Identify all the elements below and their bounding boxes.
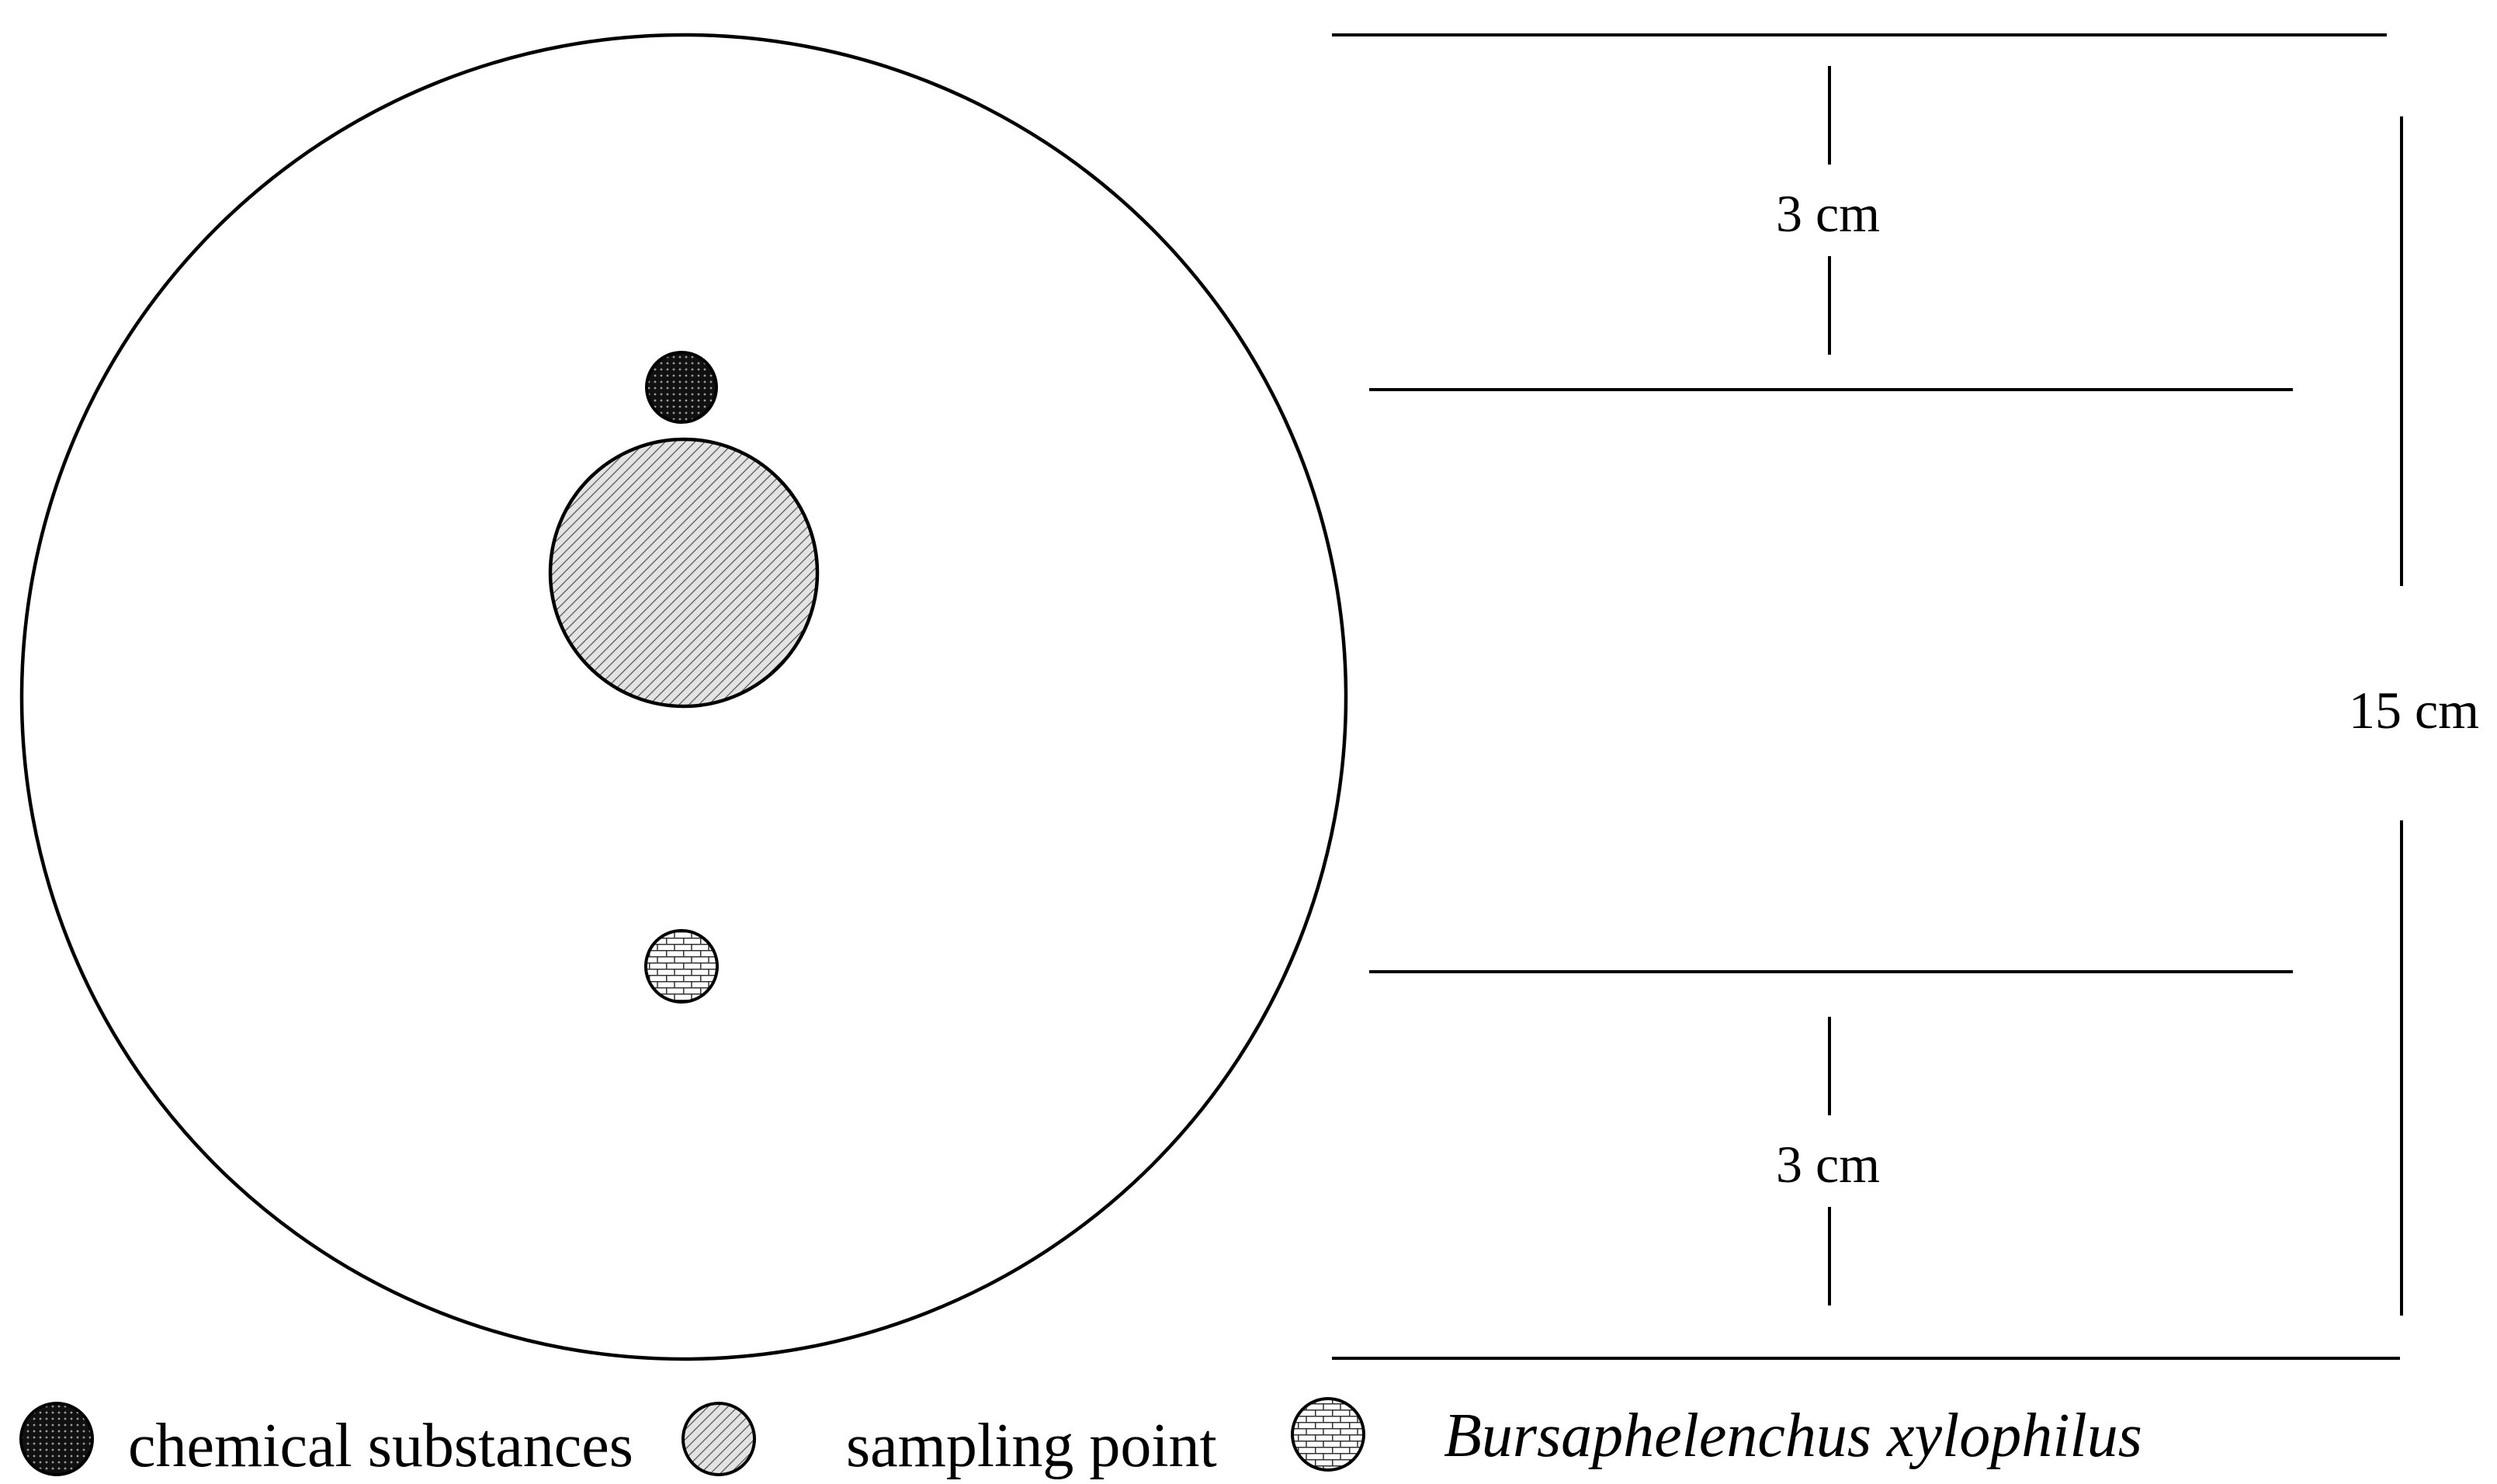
nematode-spot: [644, 929, 719, 1004]
petri-dish: [19, 33, 1348, 1361]
total-dimension-label: 15 cm: [2349, 681, 2479, 740]
legend-chemical-substances-label: chemical substances: [128, 1412, 633, 1480]
top-gap-label: 3 cm: [1776, 184, 1880, 243]
chemical-substances-spot: [645, 351, 718, 424]
legend-nematode-label: Bursaphelenchus xylophilus: [1444, 1402, 2142, 1470]
legend-chemical-substances-swatch: [19, 1402, 94, 1476]
bottom-gap-label: 3 cm: [1776, 1135, 1880, 1194]
legend-sampling-point-label: sampling point: [846, 1412, 1217, 1480]
legend-nematode-swatch: [1291, 1397, 1365, 1472]
legend: chemical substances sampling point Bursa…: [19, 1397, 2142, 1480]
sampling-point-spot: [548, 437, 820, 709]
legend-sampling-point-swatch: [681, 1402, 756, 1476]
